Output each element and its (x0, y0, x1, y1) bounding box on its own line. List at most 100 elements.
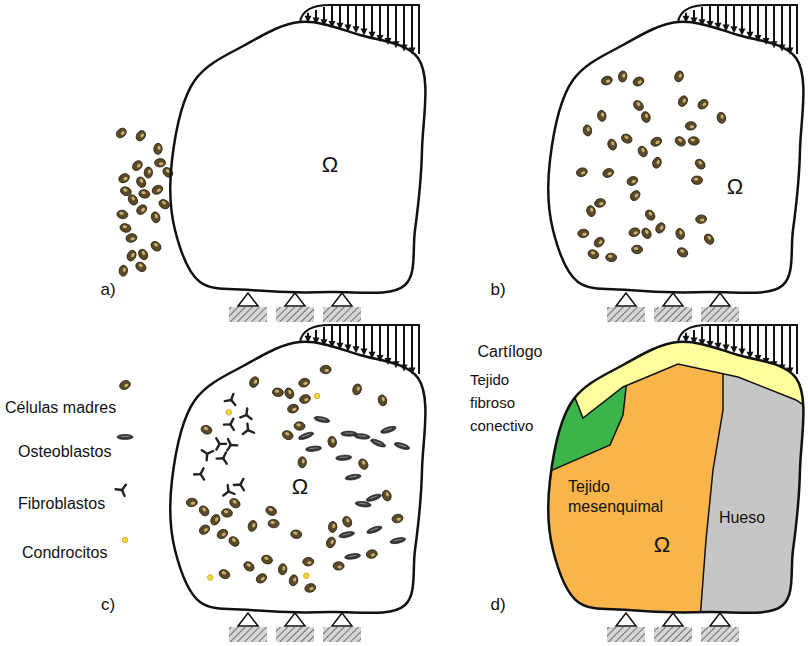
cell-nucleus (123, 188, 128, 192)
cell-nucleus (598, 240, 603, 245)
cell-highlight (384, 428, 392, 430)
stem-cell (351, 383, 362, 396)
cell-body (327, 436, 337, 448)
cell-nucleus (268, 507, 273, 512)
stem-cell (198, 523, 212, 536)
panel-label: a) (100, 280, 115, 300)
stem-cell (688, 137, 699, 146)
stem-cell (125, 249, 137, 263)
cell-nucleus (648, 211, 653, 216)
support-ground (276, 627, 314, 642)
load-arrow (741, 325, 743, 351)
stem-cell (255, 572, 269, 585)
load-arrow (395, 5, 397, 43)
load-arrow (717, 325, 719, 345)
cell-body (636, 145, 649, 159)
cell-nucleus (156, 188, 161, 193)
cell-body (290, 529, 302, 539)
legend-label: Fibroblastos (18, 495, 105, 513)
support-triangle (238, 613, 258, 626)
cell-highlight (370, 496, 378, 499)
stem-cell (327, 436, 337, 448)
cell-nucleus (307, 561, 312, 564)
fibroblast-cell (194, 468, 209, 482)
stem-cell (154, 158, 165, 167)
stem-cell (242, 560, 256, 573)
cell-body (150, 211, 161, 224)
cell-nucleus (631, 179, 636, 184)
support-ground (701, 627, 739, 642)
stem-cell (151, 184, 165, 196)
stem-cell (268, 519, 279, 528)
cell-body (355, 501, 372, 508)
cell-body (357, 457, 370, 471)
panel-label: c) (101, 595, 115, 615)
cell-nucleus (655, 140, 660, 145)
load-arrow (789, 5, 791, 50)
cell-nucleus (282, 566, 285, 571)
stem-cell (138, 189, 150, 199)
load-arrow (725, 325, 727, 346)
stem-cell (636, 145, 649, 159)
stem-cell (577, 229, 589, 238)
cell-arm (121, 485, 127, 490)
region-label: Tejido mesenquimal (568, 477, 693, 517)
cell-body (716, 112, 727, 125)
load-arrow (741, 5, 743, 31)
cell-nucleus (581, 171, 586, 175)
cell-body (365, 493, 382, 503)
cell-body (218, 568, 231, 580)
cell-body (341, 515, 353, 529)
cell-body (227, 535, 241, 549)
cell-body (654, 221, 667, 235)
omega-symbol: Ω (292, 474, 308, 500)
region-label: Tejido fibroso conectivo (470, 368, 542, 437)
cell-body (288, 574, 299, 587)
stem-cell (673, 135, 687, 148)
cell-body (333, 562, 344, 570)
domain-border (170, 22, 425, 293)
cell-nucleus (622, 73, 626, 78)
support-ground (323, 307, 361, 322)
cell-nucleus (292, 407, 297, 411)
cell-body (394, 441, 411, 451)
cell-nucleus (140, 207, 145, 212)
cell-arm (226, 485, 231, 491)
cell-nucleus (123, 267, 126, 272)
cell-nucleus (601, 112, 605, 117)
load-arrow (757, 325, 759, 357)
osteoblast-cell (117, 434, 133, 439)
legend-label: Osteoblastos (18, 443, 111, 461)
panel-label: b) (490, 280, 505, 300)
cell-nucleus (154, 214, 158, 219)
load-arrow (387, 5, 389, 40)
panel-decor (186, 325, 419, 642)
stem-cell (685, 121, 697, 130)
cell-nucleus (136, 163, 141, 168)
stem-cell (303, 557, 314, 566)
cell-body (228, 497, 242, 510)
stem-cell (298, 457, 307, 468)
cell-body (186, 498, 198, 507)
cell-nucleus (644, 229, 649, 234)
stem-cell (366, 549, 378, 559)
cell-body (651, 156, 662, 169)
cell-nucleus (330, 539, 335, 544)
load-arrow (733, 5, 735, 28)
cell-nucleus (361, 460, 366, 465)
cell-body (119, 222, 132, 233)
load-arrow (765, 325, 767, 360)
cell-body (305, 445, 321, 452)
cell-body (338, 530, 355, 539)
cell-body (597, 110, 607, 122)
load-arrow (749, 325, 751, 354)
cell-body (336, 455, 352, 461)
stem-cell (126, 193, 139, 207)
cell-arm (245, 424, 250, 430)
cell-body (268, 519, 279, 528)
cell-nucleus (691, 138, 696, 141)
cell-nucleus (264, 556, 269, 560)
cell-nucleus (140, 133, 145, 138)
region-label: Hueso (719, 509, 765, 527)
cell-group (114, 126, 174, 276)
